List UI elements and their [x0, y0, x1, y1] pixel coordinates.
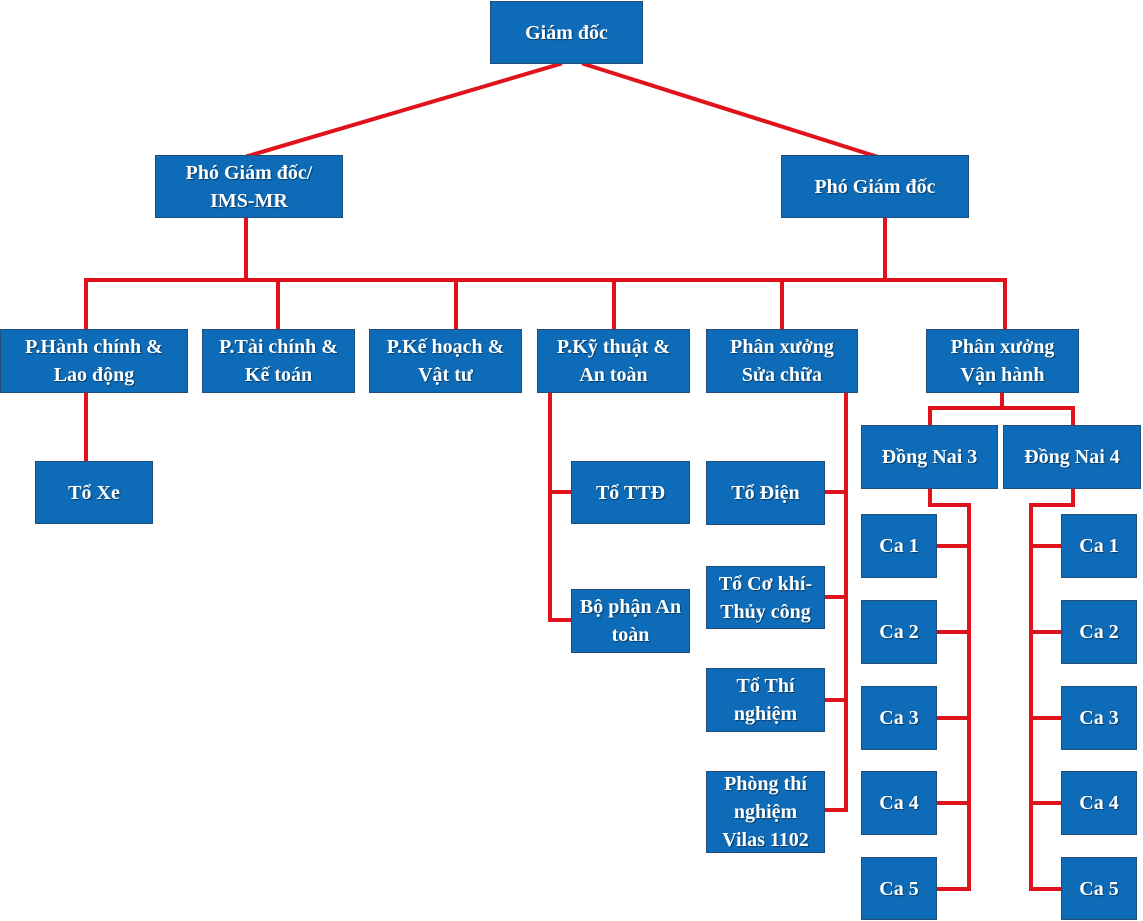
node-to-xe: Tổ Xe — [35, 461, 153, 524]
node-dn4-ca-1: Ca 1 — [1061, 514, 1137, 578]
node-px-sua-chua: Phân xưởng Sửa chữa — [706, 329, 858, 393]
node-giam-doc: Giám đốc — [490, 1, 643, 64]
node-px-van-hanh: Phân xưởng Vận hành — [926, 329, 1079, 393]
node-dn3-ca-4: Ca 4 — [861, 771, 937, 835]
node-ky-thuat: P.Kỹ thuật & An toàn — [537, 329, 690, 393]
node-dn3-ca-1: Ca 1 — [861, 514, 937, 578]
node-to-thi-nghiem: Tổ Thí nghiệm — [706, 668, 825, 732]
node-to-co-khi: Tổ Cơ khí- Thủy công — [706, 566, 825, 629]
node-tai-chinh: P.Tài chính & Kế toán — [202, 329, 355, 393]
node-hanh-chinh: P.Hành chính & Lao động — [0, 329, 188, 393]
node-ke-hoach: P.Kế hoạch & Vật tư — [369, 329, 522, 393]
node-dn4-ca-4: Ca 4 — [1061, 771, 1137, 835]
node-dong-nai-4: Đồng Nai 4 — [1003, 425, 1141, 489]
node-dn3-ca-3: Ca 3 — [861, 686, 937, 750]
connector — [245, 61, 563, 159]
node-to-ttd: Tổ TTĐ — [571, 461, 690, 524]
node-bo-phan-an-toan: Bộ phận An toàn — [571, 589, 690, 653]
node-to-dien: Tổ Điện — [706, 461, 825, 525]
node-pho-giam-doc: Phó Giám đốc — [781, 155, 969, 218]
node-dn4-ca-2: Ca 2 — [1061, 600, 1137, 664]
node-dn4-ca-5: Ca 5 — [1061, 857, 1137, 920]
connector — [581, 61, 878, 159]
node-dn4-ca-3: Ca 3 — [1061, 686, 1137, 750]
node-dn3-ca-2: Ca 2 — [861, 600, 937, 664]
node-dn3-ca-5: Ca 5 — [861, 857, 937, 920]
node-dong-nai-3: Đồng Nai 3 — [861, 425, 998, 489]
node-pho-giam-doc-ims-mr: Phó Giám đốc/ IMS-MR — [155, 155, 343, 218]
node-phong-thi-nghiem: Phòng thí nghiệm Vilas 1102 — [706, 771, 825, 853]
